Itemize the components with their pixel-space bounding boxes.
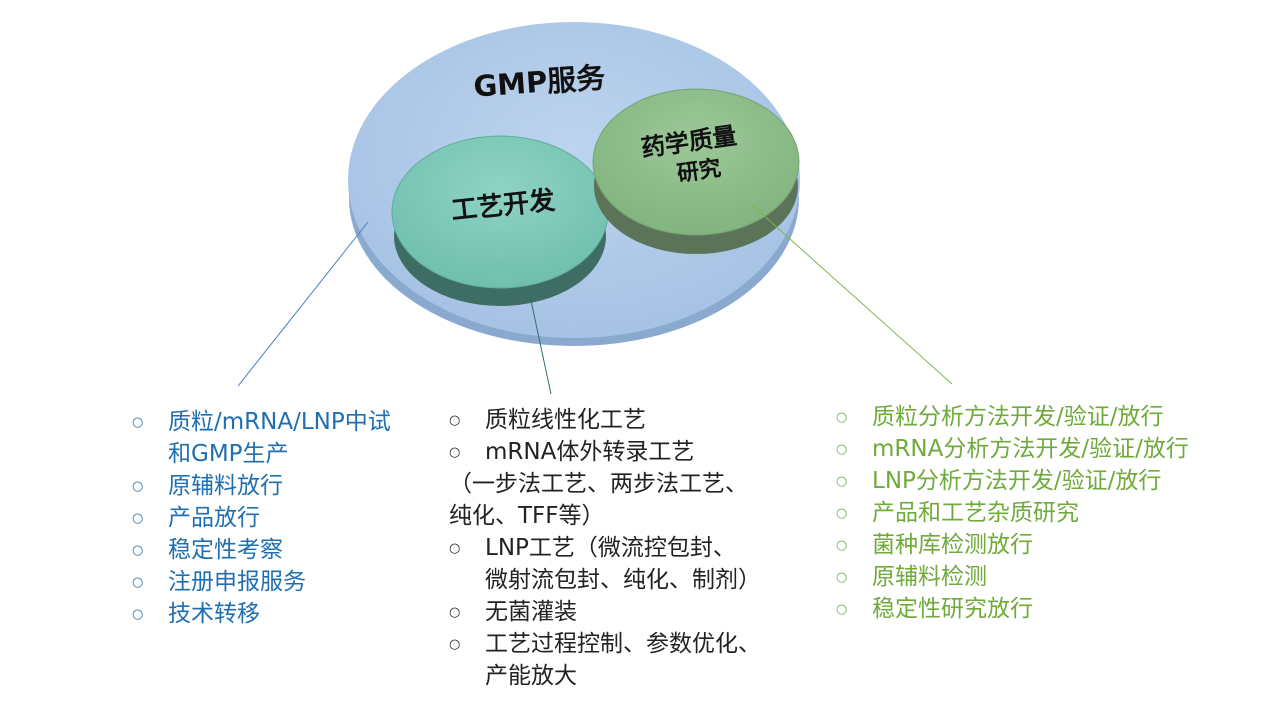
list-item-text: 质粒线性化工艺 xyxy=(485,407,646,433)
list-item: ○ 稳定性考察 xyxy=(132,534,437,566)
list-item: ○ 注册申报服务 xyxy=(132,566,437,598)
list-item-text: 原辅料检测 xyxy=(872,564,987,590)
list-item: ○ 原辅料放行 xyxy=(132,470,437,502)
ring-bullet-icon: ○ xyxy=(836,602,848,617)
list-item: ○ LNP工艺（微流控包封、微射流包封、纯化、制剂） xyxy=(449,532,819,596)
list-item: ○ 质粒分析方法开发/验证/放行 xyxy=(836,401,1256,433)
ring-bullet-icon: ○ xyxy=(132,575,144,590)
ring-bullet-icon: ○ xyxy=(449,605,461,620)
connector-line-gmp xyxy=(237,221,369,387)
list-item: ○ 无菌灌装 xyxy=(449,596,819,628)
list-item-text: 稳定性研究放行 xyxy=(872,596,1033,622)
connector-line-process xyxy=(529,295,552,395)
quality-research-list: ○ 质粒分析方法开发/验证/放行 ○ mRNA分析方法开发/验证/放行 ○ LNP分析方法… xyxy=(836,401,1256,625)
list-item: ○ 稳定性研究放行 xyxy=(836,593,1256,625)
ring-bullet-icon: ○ xyxy=(836,474,848,489)
list-item: ○ 产品和工艺杂质研究 xyxy=(836,497,1256,529)
ring-bullet-icon: ○ xyxy=(132,479,144,494)
list-item: （一步法工艺、两步法工艺、纯化、TFF等） xyxy=(449,468,819,532)
ring-bullet-icon: ○ xyxy=(836,442,848,457)
list-item: ○ 原辅料检测 xyxy=(836,561,1256,593)
ring-bullet-icon: ○ xyxy=(836,570,848,585)
ring-bullet-icon: ○ xyxy=(449,541,461,556)
ring-bullet-icon: ○ xyxy=(836,538,848,553)
list-item: ○ 质粒/mRNA/LNP中试和GMP生产 xyxy=(132,406,437,470)
ring-bullet-icon: ○ xyxy=(449,637,461,652)
ring-bullet-icon: ○ xyxy=(449,445,461,460)
list-item-text: 产品和工艺杂质研究 xyxy=(872,500,1079,526)
ring-bullet-icon: ○ xyxy=(836,410,848,425)
ring-bullet-icon: ○ xyxy=(836,506,848,521)
list-item-text: 稳定性考察 xyxy=(168,537,283,563)
list-item: ○ 工艺过程控制、参数优化、产能放大 xyxy=(449,628,819,692)
list-item-text: 注册申报服务 xyxy=(168,569,306,595)
ring-bullet-icon: ○ xyxy=(132,607,144,622)
list-item-text: 质粒/mRNA/LNP中试 xyxy=(168,409,391,435)
list-item-text: 原辅料放行 xyxy=(168,473,283,499)
list-item: ○ 菌种库检测放行 xyxy=(836,529,1256,561)
ring-bullet-icon: ○ xyxy=(132,543,144,558)
list-item-text: LNP分析方法开发/验证/放行 xyxy=(872,468,1162,494)
list-item: ○ 技术转移 xyxy=(132,598,437,630)
ring-bullet-icon: ○ xyxy=(132,511,144,526)
ring-bullet-icon: ○ xyxy=(449,413,461,428)
list-item-text: 工艺过程控制、参数优化、 xyxy=(485,631,761,657)
list-item-text: 和GMP生产 xyxy=(168,441,289,467)
quality-circle xyxy=(592,88,800,236)
list-item: ○ 质粒线性化工艺 xyxy=(449,404,819,436)
list-item-text: mRNA体外转录工艺 xyxy=(485,439,695,465)
gmp-service-list: ○ 质粒/mRNA/LNP中试和GMP生产 ○ 原辅料放行 ○ 产品放行 ○ 稳定性考察 ○ 注册… xyxy=(132,406,437,630)
list-item-text: （一步法工艺、两步法工艺、 xyxy=(449,471,748,497)
process-development-list: ○ 质粒线性化工艺 ○ mRNA体外转录工艺 （一步法工艺、两步法工艺、纯化、TFF等）… xyxy=(449,404,819,692)
list-item: ○ mRNA分析方法开发/验证/放行 xyxy=(836,433,1256,465)
list-item: ○ LNP分析方法开发/验证/放行 xyxy=(836,465,1256,497)
list-item-text: 微射流包封、纯化、制剂） xyxy=(485,567,761,593)
connector-line-quality xyxy=(751,204,953,385)
list-item-text: 产品放行 xyxy=(168,505,260,531)
list-item: ○ 产品放行 xyxy=(132,502,437,534)
list-item-text: LNP工艺（微流控包封、 xyxy=(485,535,736,561)
list-item-text: 菌种库检测放行 xyxy=(872,532,1033,558)
list-item-text: 无菌灌装 xyxy=(485,599,577,625)
quality-circle-label-line2: 研究 xyxy=(675,155,722,187)
list-item: ○ mRNA体外转录工艺 xyxy=(449,436,819,468)
list-item-text: 质粒分析方法开发/验证/放行 xyxy=(872,404,1164,430)
list-item-text: 纯化、TFF等） xyxy=(449,503,605,529)
list-item-text: 技术转移 xyxy=(168,601,260,627)
list-item-text: mRNA分析方法开发/验证/放行 xyxy=(872,436,1189,462)
ring-bullet-icon: ○ xyxy=(132,415,144,430)
list-item-text: 产能放大 xyxy=(485,663,577,689)
